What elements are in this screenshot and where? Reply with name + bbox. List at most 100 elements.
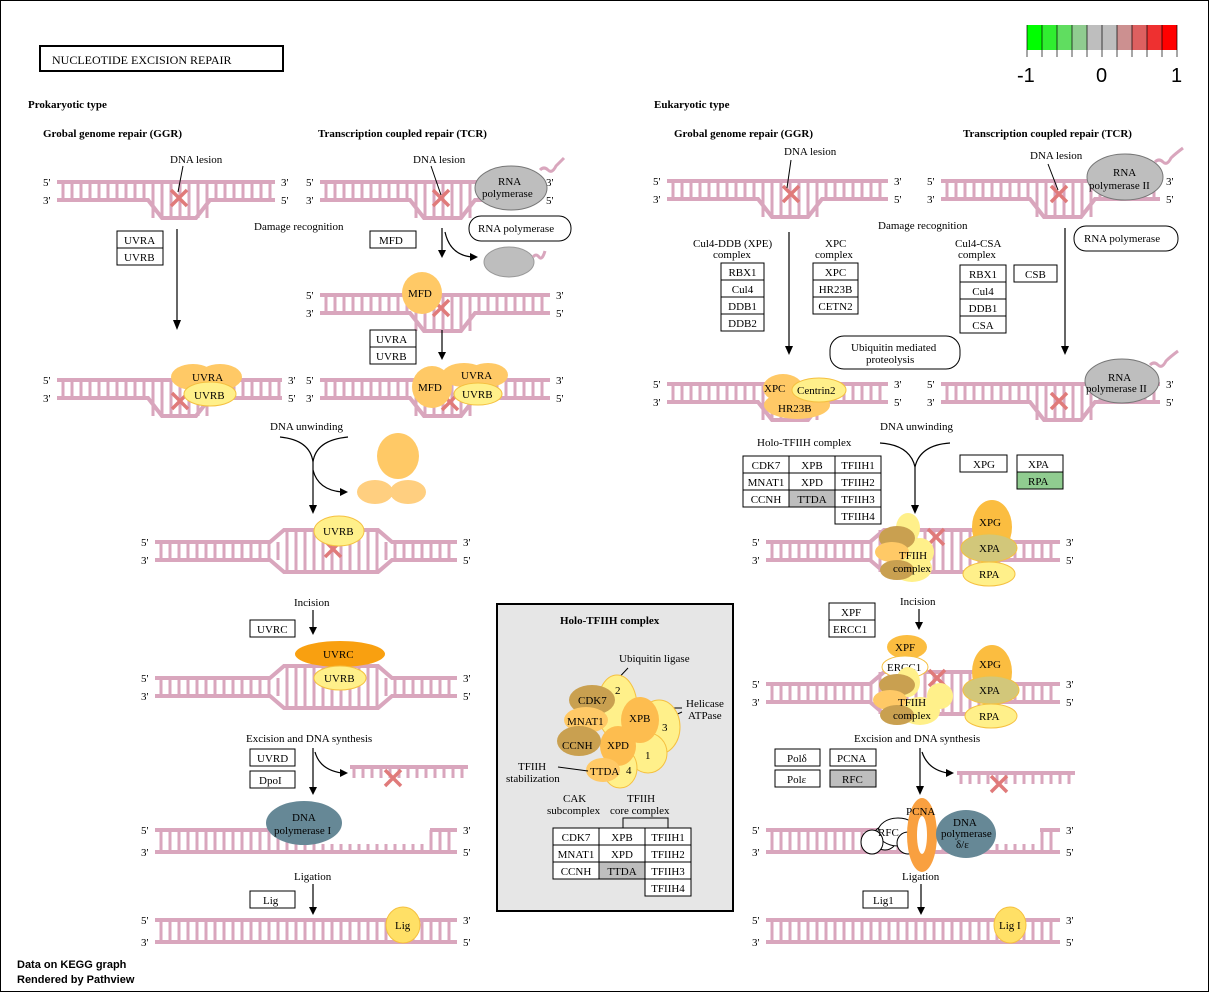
uvra-uvrb-box[interactable]: UVRA UVRB	[116, 230, 164, 266]
gene-mnat1[interactable]: MNAT1	[552, 844, 600, 863]
gene-cetn2[interactable]: CETN2	[812, 296, 859, 315]
svg-text:MNAT1: MNAT1	[558, 849, 595, 861]
svg-text:TFIIH1: TFIIH1	[651, 832, 685, 844]
gene-tfiih4[interactable]: TFIIH4	[644, 878, 692, 897]
gene-ccnh[interactable]: CCNH	[552, 861, 600, 880]
gene-ddb1[interactable]: DDB1	[720, 296, 765, 315]
gene-xpc[interactable]: XPC	[812, 262, 859, 281]
gene-ttda[interactable]: TTDA	[788, 489, 836, 508]
gene-tfiih2[interactable]: TFIIH2	[834, 472, 882, 491]
svg-text:RFC: RFC	[842, 774, 863, 786]
svg-text:polymerase II: polymerase II	[1089, 180, 1150, 192]
svg-text:XPG: XPG	[979, 659, 1001, 671]
uvrc-uvrb-complex: UVRC UVRB	[295, 641, 385, 691]
rna-polymerase-node[interactable]: RNA polymerase	[474, 165, 548, 211]
gene-tfiih1[interactable]: TFIIH1	[834, 455, 882, 474]
strand-label: 3'	[141, 555, 149, 567]
dna-polymerase-i[interactable]: DNA polymerase I	[266, 801, 342, 845]
gene-xpb[interactable]: XPB	[788, 455, 836, 474]
gene-ddb2[interactable]: DDB2	[720, 313, 765, 332]
released-rna-polymerase	[483, 246, 535, 278]
dna-lesion-mark	[781, 184, 801, 204]
uvra-uvrb-box-tcr[interactable]: UVRA UVRB	[369, 329, 417, 365]
svg-text:complex: complex	[958, 249, 996, 261]
lig-i-node[interactable]: Lig I	[993, 906, 1027, 944]
pole-box[interactable]: Polε	[774, 769, 821, 788]
gene-mnat1[interactable]: MNAT1	[742, 472, 790, 491]
gene-ddb1[interactable]: DDB1	[959, 298, 1007, 317]
gene-uvrb[interactable]: UVRB	[124, 252, 155, 264]
gene-xpd[interactable]: XPD	[598, 844, 646, 863]
gene-tfiih4[interactable]: TFIIH4	[834, 506, 882, 525]
euk-tcr-label: Transcription coupled repair (TCR)	[963, 128, 1132, 140]
uvrb-node[interactable]: UVRB	[313, 515, 365, 547]
dna-layer: 5'3'3'5'5'3'3'5'5'3'3'5'5'3'3'5'5'3'3'5'…	[43, 176, 1174, 949]
strand-label: 3'	[306, 195, 314, 207]
gene-ccnh[interactable]: CCNH	[742, 489, 790, 508]
pcna-box[interactable]: PCNA	[829, 748, 877, 767]
svg-text:XPB: XPB	[629, 713, 650, 725]
pold-box[interactable]: Polδ	[774, 748, 821, 767]
lig-box[interactable]: Lig	[249, 890, 296, 909]
svg-text:complex: complex	[893, 563, 931, 575]
prok-excision-label: Excision and DNA synthesis	[246, 733, 372, 745]
strand-label: 3'	[1166, 379, 1174, 391]
rna-polymerase-map-euk[interactable]: RNA polymerase	[1073, 225, 1179, 252]
gene-tfiih3[interactable]: TFIIH3	[834, 489, 882, 508]
strand-label: 5'	[463, 691, 471, 703]
svg-text:polymerase: polymerase	[941, 828, 992, 840]
gene-uvra[interactable]: UVRA	[124, 235, 155, 247]
gene-rbx1[interactable]: RBX1	[720, 262, 765, 281]
gene-cul4[interactable]: Cul4	[720, 279, 765, 298]
svg-text:CSB: CSB	[1025, 269, 1046, 281]
gene-cdk7[interactable]: CDK7	[552, 827, 600, 846]
legend-swatch	[1042, 25, 1057, 50]
dna-duplex: 5'3'3'5'	[43, 177, 289, 220]
svg-text:CCNH: CCNH	[562, 740, 593, 752]
xpg-box[interactable]: XPG	[959, 454, 1008, 473]
gene-csa[interactable]: CSA	[959, 315, 1007, 334]
svg-text:UVRA: UVRA	[192, 372, 223, 384]
gene-xpd[interactable]: XPD	[788, 472, 836, 491]
strand-label: 3'	[752, 937, 760, 949]
gene-cul4[interactable]: Cul4	[959, 281, 1007, 300]
svg-text:MFD: MFD	[379, 235, 403, 247]
uvrc-box[interactable]: UVRC	[249, 619, 296, 638]
svg-text:Lig I: Lig I	[999, 920, 1021, 932]
svg-text:Ubiquitin mediated: Ubiquitin mediated	[851, 342, 937, 354]
xpf-ercc1-box[interactable]: XPF ERCC1	[828, 602, 876, 638]
rpa-box[interactable]: RPA	[1016, 471, 1064, 490]
gene-cdk7[interactable]: CDK7	[742, 455, 790, 474]
mfd-box[interactable]: MFD	[369, 230, 417, 249]
tfiih-xpg-xpa-rpa-complex: TFIIH complex XPG XPA RPA	[875, 500, 1018, 587]
uvrd-box[interactable]: UVRD	[249, 748, 296, 767]
strand-label: 5'	[1066, 555, 1074, 567]
gene-tfiih1[interactable]: TFIIH1	[644, 827, 692, 846]
lig1-box[interactable]: Lig1	[862, 890, 909, 909]
gene-hr23b[interactable]: HR23B	[812, 279, 859, 298]
strand-label: 5'	[1066, 847, 1074, 859]
gene-xpb[interactable]: XPB	[598, 827, 646, 846]
strand-label: 5'	[653, 379, 661, 391]
strand-label: 5'	[141, 673, 149, 685]
lig-node[interactable]: Lig	[385, 906, 421, 944]
xpa-box[interactable]: XPA	[1016, 454, 1064, 473]
gene-tfiih3[interactable]: TFIIH3	[644, 861, 692, 880]
gene-ttda[interactable]: TTDA	[598, 861, 646, 880]
prok-ggr-label: Grobal genome repair (GGR)	[43, 128, 182, 140]
csb-box[interactable]: CSB	[1013, 264, 1058, 283]
mfd-node[interactable]: MFD	[402, 272, 442, 314]
rfc-box[interactable]: RFC	[829, 769, 877, 788]
strand-label: 3'	[463, 825, 471, 837]
svg-text:UVRB: UVRB	[323, 526, 354, 538]
dna-duplex: 5'3'3'5'	[927, 379, 1174, 422]
ubiquitin-proteolysis-map[interactable]: Ubiquitin mediated proteolysis	[829, 335, 961, 370]
gene-tfiih2[interactable]: TFIIH2	[644, 844, 692, 863]
gene-rbx1[interactable]: RBX1	[959, 264, 1007, 283]
svg-text:TFIIH: TFIIH	[898, 697, 926, 709]
cul4csa-label: Cul4-CSA	[955, 238, 1002, 250]
rna-pol-ii-node[interactable]: RNA polymerase II	[1086, 153, 1164, 201]
dpoi-box[interactable]: DpoI	[249, 770, 296, 789]
rna-pol-ii-node-2[interactable]: RNA polymerase II	[1084, 358, 1160, 404]
rna-polymerase-map[interactable]: RNA polymerase	[468, 215, 572, 242]
